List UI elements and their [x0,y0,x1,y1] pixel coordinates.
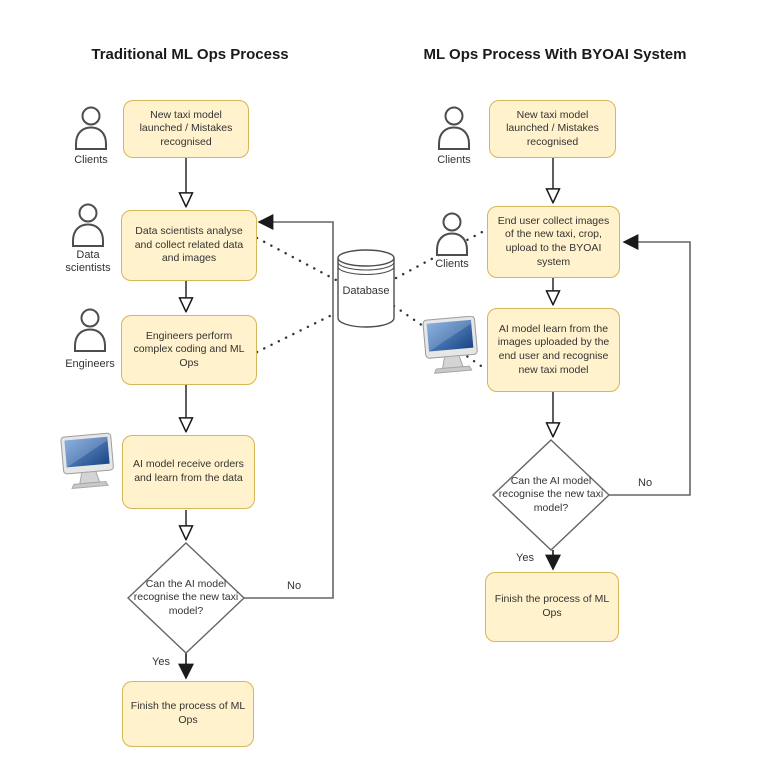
left-analyse-node: Data scientists analyse and collect rela… [121,210,257,281]
right-column-title: ML Ops Process With BYOAI System [423,46,687,63]
computer-icon [58,430,118,501]
person-icon [73,106,109,155]
right-ai-node: AI model learn from the images uploaded … [487,308,620,392]
left-engineering-node: Engineers perform complex coding and ML … [121,315,257,385]
left-engineers-label: Engineers [65,358,115,370]
left-finish-node: Finish the process of ML Ops [122,681,254,747]
database-cylinder-icon [337,249,395,328]
left-yes-label: Yes [152,656,170,668]
left-decision-diamond [126,542,246,654]
left-clients-label: Clients [74,154,108,166]
computer-icon [420,315,482,383]
person-icon [434,212,470,261]
left-start-node: New taxi model launched / Mistakes recog… [123,100,249,158]
dotted-link-engineering-database [255,311,338,354]
right-yes-label: Yes [516,552,534,564]
left-data-scientists-label: Data scientists [65,249,111,274]
dotted-link-analyse-database [255,236,338,282]
person-icon [70,203,106,252]
right-decision-diamond [491,439,611,551]
arrow-left-no-loop [244,214,334,599]
left-column-title: Traditional ML Ops Process [91,46,289,63]
right-clients-top-label: Clients [437,154,471,166]
right-start-node: New taxi model launched / Mistakes recog… [489,100,616,158]
right-finish-node: Finish the process of ML Ops [485,572,619,642]
right-clients-mid-label: Clients [435,258,469,270]
person-icon [436,106,472,155]
right-no-label: No [638,477,653,489]
person-icon [72,308,108,357]
right-decision-text: Can the AI model recognise the new taxi … [498,475,604,514]
left-no-label: No [287,580,302,592]
left-ai-node: AI model receive orders and learn from t… [122,435,255,509]
left-decision-text: Can the AI model recognise the new taxi … [133,578,239,617]
arrow-right-no-loop [609,234,691,496]
right-collect-node: End user collect images of the new taxi,… [487,206,620,278]
database-label: Database [342,285,390,297]
